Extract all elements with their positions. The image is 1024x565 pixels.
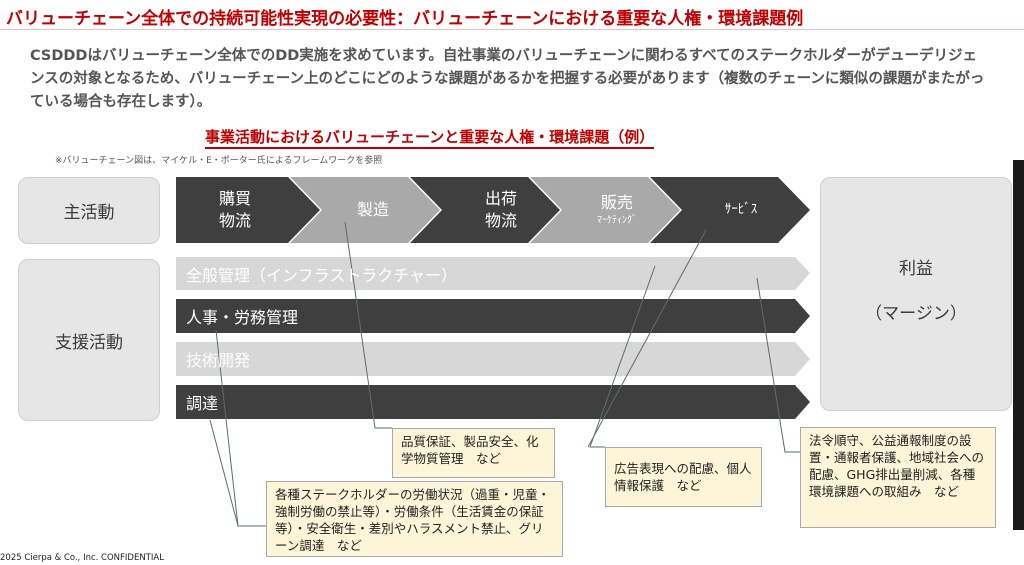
page-title: バリューチェーン全体での持続可能性実現の必要性：バリューチェーンにおける重要な人… [6, 9, 804, 29]
callout-management: 法令順守、公益通報制度の設置・通報者保護、地域社会への配慮、GHG排出量削減、各… [800, 427, 996, 528]
support-row-tech: 技術開発 [186, 351, 251, 370]
step-service-line1: ｻｰﾋﾞｽ [724, 202, 758, 217]
step-manufacturing-line1: 製造 [356, 200, 389, 219]
step-marketing-line1: 販売 [600, 193, 633, 212]
intro-paragraph: CSDDDはバリューチェーン全体でのDD実施を求めています。自社事業のバリューチ… [30, 48, 985, 110]
step-service-label: ｻｰﾋﾞｽ [686, 177, 796, 243]
footer-copyright: 2025 Cierpa & Co., Inc. CONFIDENTIAL [0, 553, 164, 563]
chevron-service [650, 177, 810, 243]
margin-label: 利益 [899, 259, 933, 279]
step-outbound-line2: 物流 [484, 211, 517, 230]
connector-manufacturing [344, 221, 392, 429]
connector-procurement [209, 419, 239, 527]
connector-management [756, 277, 800, 453]
margin-box: 利益 （マージン） [820, 177, 1012, 411]
callout-manufacturing: 品質保証、製品安全、化学物質管理 など [392, 428, 555, 478]
step-outbound-label: 出荷物流 [446, 177, 556, 243]
callout-marketing: 広告表現への配慮、個人情報保護 など [605, 447, 762, 507]
chevron-outbound [410, 177, 560, 243]
support-band-tech [176, 342, 810, 376]
primary-activities-text: 主活動 [63, 203, 115, 223]
step-marketing-line2: ﾏｰｹﾃｨﾝｸﾞ [597, 215, 637, 226]
chevron-marketing [530, 177, 680, 243]
support-band-hr [176, 299, 810, 333]
callout-labor: 各種ステークホルダーの労働状況（過重・児童・強制労働の禁止等）・労働条件（生活賃… [266, 481, 563, 557]
primary-activities-label: 主活動 [18, 177, 160, 244]
diagram-title: 事業活動におけるバリューチェーンと重要な人権・環境課題（例） [205, 126, 655, 149]
support-band-infrastructure [176, 257, 810, 290]
step-manufacturing-label: 製造 [318, 177, 428, 243]
step-marketing-label: 販売 ﾏｰｹﾃｨﾝｸﾞ [562, 177, 672, 243]
support-activities-text: 支援活動 [55, 332, 123, 353]
connector-service [587, 229, 707, 448]
side-tab [1013, 160, 1024, 530]
support-row-procurement: 調達 [186, 394, 219, 413]
connector-marketing [589, 265, 656, 448]
framework-note: ※バリューチェーン図は、マイケル・E・ポーター氏によるフレームワークを参照 [55, 156, 383, 166]
step-procurement-line1: 購買 [218, 189, 251, 208]
title-divider [0, 29, 1024, 30]
support-band-procurement [176, 385, 810, 419]
step-procurement-line2: 物流 [218, 211, 251, 230]
support-row-infrastructure: 全般管理（インフラストラクチャー） [186, 265, 458, 285]
support-row-hr: 人事・労務管理 [186, 308, 299, 327]
step-procurement-label: 購買物流 [180, 177, 290, 243]
margin-sublabel: （マージン） [865, 304, 967, 324]
support-activities-label: 支援活動 [18, 259, 160, 421]
chevron-manufacturing [290, 177, 440, 243]
chevron-procurement [176, 177, 320, 243]
step-outbound-line1: 出荷 [484, 189, 517, 208]
